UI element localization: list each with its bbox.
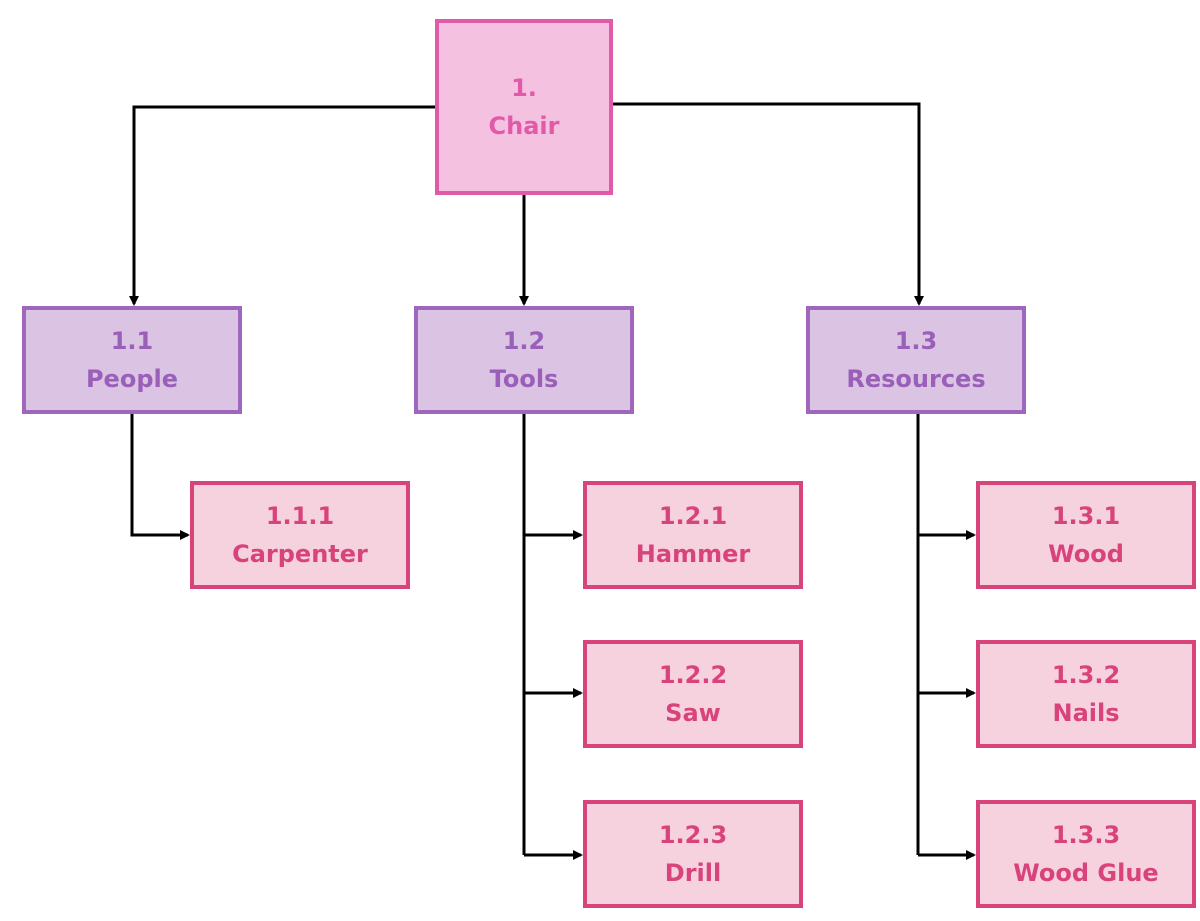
- node-chair: 1. Chair: [435, 19, 613, 195]
- node-number: 1.: [511, 74, 537, 102]
- node-number: 1.2.1: [658, 502, 728, 530]
- node-label: Nails: [1052, 699, 1120, 727]
- node-drill: 1.2.3 Drill: [583, 800, 803, 908]
- node-number: 1.3.1: [1051, 502, 1121, 530]
- node-resources: 1.3 Resources: [806, 306, 1026, 414]
- node-label: Tools: [489, 365, 559, 393]
- node-label: People: [85, 365, 179, 393]
- node-tools: 1.2 Tools: [414, 306, 634, 414]
- node-number: 1.3: [894, 327, 938, 355]
- node-number: 1.2: [502, 327, 546, 355]
- node-label: Hammer: [635, 540, 751, 568]
- node-nails: 1.3.2 Nails: [976, 640, 1196, 748]
- node-saw: 1.2.2 Saw: [583, 640, 803, 748]
- node-label: Wood Glue: [1013, 859, 1159, 887]
- connector-root-resources: [613, 102, 924, 306]
- node-number: 1.3.2: [1051, 661, 1121, 689]
- connector-root-people: [129, 105, 435, 306]
- node-hammer: 1.2.1 Hammer: [583, 481, 803, 589]
- node-number: 1.2.2: [658, 661, 728, 689]
- node-label: Chair: [488, 112, 560, 140]
- node-label: Carpenter: [232, 540, 368, 568]
- node-wood: 1.3.1 Wood: [976, 481, 1196, 589]
- node-carpenter: 1.1.1 Carpenter: [190, 481, 410, 589]
- node-wood-glue: 1.3.3 Wood Glue: [976, 800, 1196, 908]
- node-label: Drill: [664, 859, 722, 887]
- node-people: 1.1 People: [22, 306, 242, 414]
- node-label: Resources: [846, 365, 986, 393]
- node-label: Wood: [1048, 540, 1124, 568]
- connector-people-carpenter: [130, 414, 190, 540]
- node-number: 1.2.3: [658, 821, 728, 849]
- node-label: Saw: [665, 699, 721, 727]
- node-number: 1.1.1: [265, 502, 335, 530]
- node-number: 1.1: [110, 327, 154, 355]
- node-number: 1.3.3: [1051, 821, 1121, 849]
